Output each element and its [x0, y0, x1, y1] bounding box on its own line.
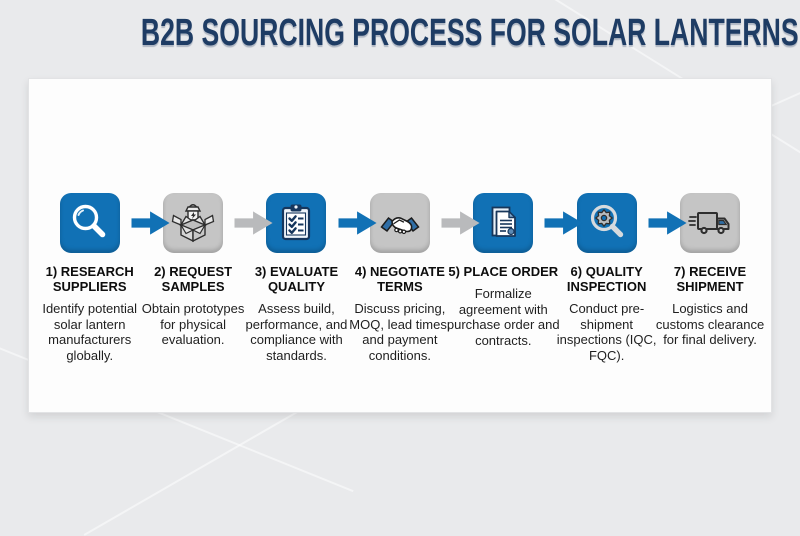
step7-tile: [680, 193, 741, 253]
step-title: 4) NEGOTIATE TERMS: [354, 264, 445, 295]
step-7-column: 7) RECEIVE SHIPMENT Logistics and custom…: [656, 264, 764, 364]
step-description: Conduct pre-shipment inspections (IQC, F…: [556, 301, 657, 363]
step-description: Logistics and customs clearance for fina…: [655, 301, 765, 348]
sample-box-icon: [171, 203, 215, 243]
step-2-column: 2) REQUEST SAMPLES Obtain prototypes for…: [141, 264, 245, 364]
step-title: 3) EVALUATE QUALITY: [254, 264, 339, 295]
step-1-column: 1) RESEARCH SUPPLIERS Identify potential…: [38, 264, 141, 364]
flow-arrow-4-5: [441, 211, 480, 235]
step-description: Obtain prototypes for physical evaluatio…: [141, 301, 245, 348]
step1-tile: [59, 193, 120, 253]
step-3-column: 3) EVALUATE QUALITY Assess build, perfor…: [245, 264, 348, 364]
step-title: 5) PLACE ORDER: [448, 264, 559, 279]
step5-tile: [473, 193, 534, 253]
step-description: Formalize agreement with purchase order …: [446, 286, 560, 348]
process-card: 1) RESEARCH SUPPLIERS Identify potential…: [28, 78, 772, 413]
flow-arrow-2-3: [234, 211, 273, 235]
step-title: 7) RECEIVE SHIPMENT: [673, 264, 747, 295]
step-title: 1) RESEARCH SUPPLIERS: [45, 264, 134, 295]
inspection-magnifier-icon: [590, 204, 623, 238]
search-icon: [72, 204, 105, 238]
flow-arrow-1-2: [131, 211, 170, 235]
step2-tile: [163, 193, 224, 253]
page-title-text: B2B SOURCING PROCESS FOR SOLAR LANTERNS: [140, 12, 799, 54]
page-title: B2B SOURCING PROCESS FOR SOLAR LANTERNS: [0, 12, 800, 55]
handshake-icon: [380, 216, 420, 235]
step-description: Assess build, performance, and complianc…: [245, 301, 348, 363]
flow-arrow-3-4: [338, 211, 377, 235]
step-title: 2) REQUEST SAMPLES: [154, 264, 233, 295]
process-icon-row: [38, 193, 762, 253]
step6-tile: [576, 193, 637, 253]
step-4-column: 4) NEGOTIATE TERMS Discuss pricing, MOQ,…: [348, 264, 451, 364]
checklist-clipboard-icon: [282, 204, 311, 241]
step-description: Discuss pricing, MOQ, lead times, and pa…: [349, 301, 451, 363]
step-description: Identify potential solar lantern manufac…: [42, 301, 138, 363]
flow-arrow-6-7: [648, 211, 687, 235]
delivery-truck-icon: [688, 212, 730, 235]
step-5-column: 5) PLACE ORDER Formalize agreement with …: [447, 264, 560, 364]
step3-tile: [266, 193, 327, 253]
step-title: 6) QUALITY INSPECTION: [566, 264, 647, 295]
flow-arrow-5-6: [544, 211, 583, 235]
purchase-order-icon: [491, 206, 517, 237]
step-6-column: 6) QUALITY INSPECTION Conduct pre-shipme…: [555, 264, 658, 364]
step4-tile: [369, 193, 430, 253]
process-text-row: 1) RESEARCH SUPPLIERS Identify potential…: [38, 264, 764, 364]
